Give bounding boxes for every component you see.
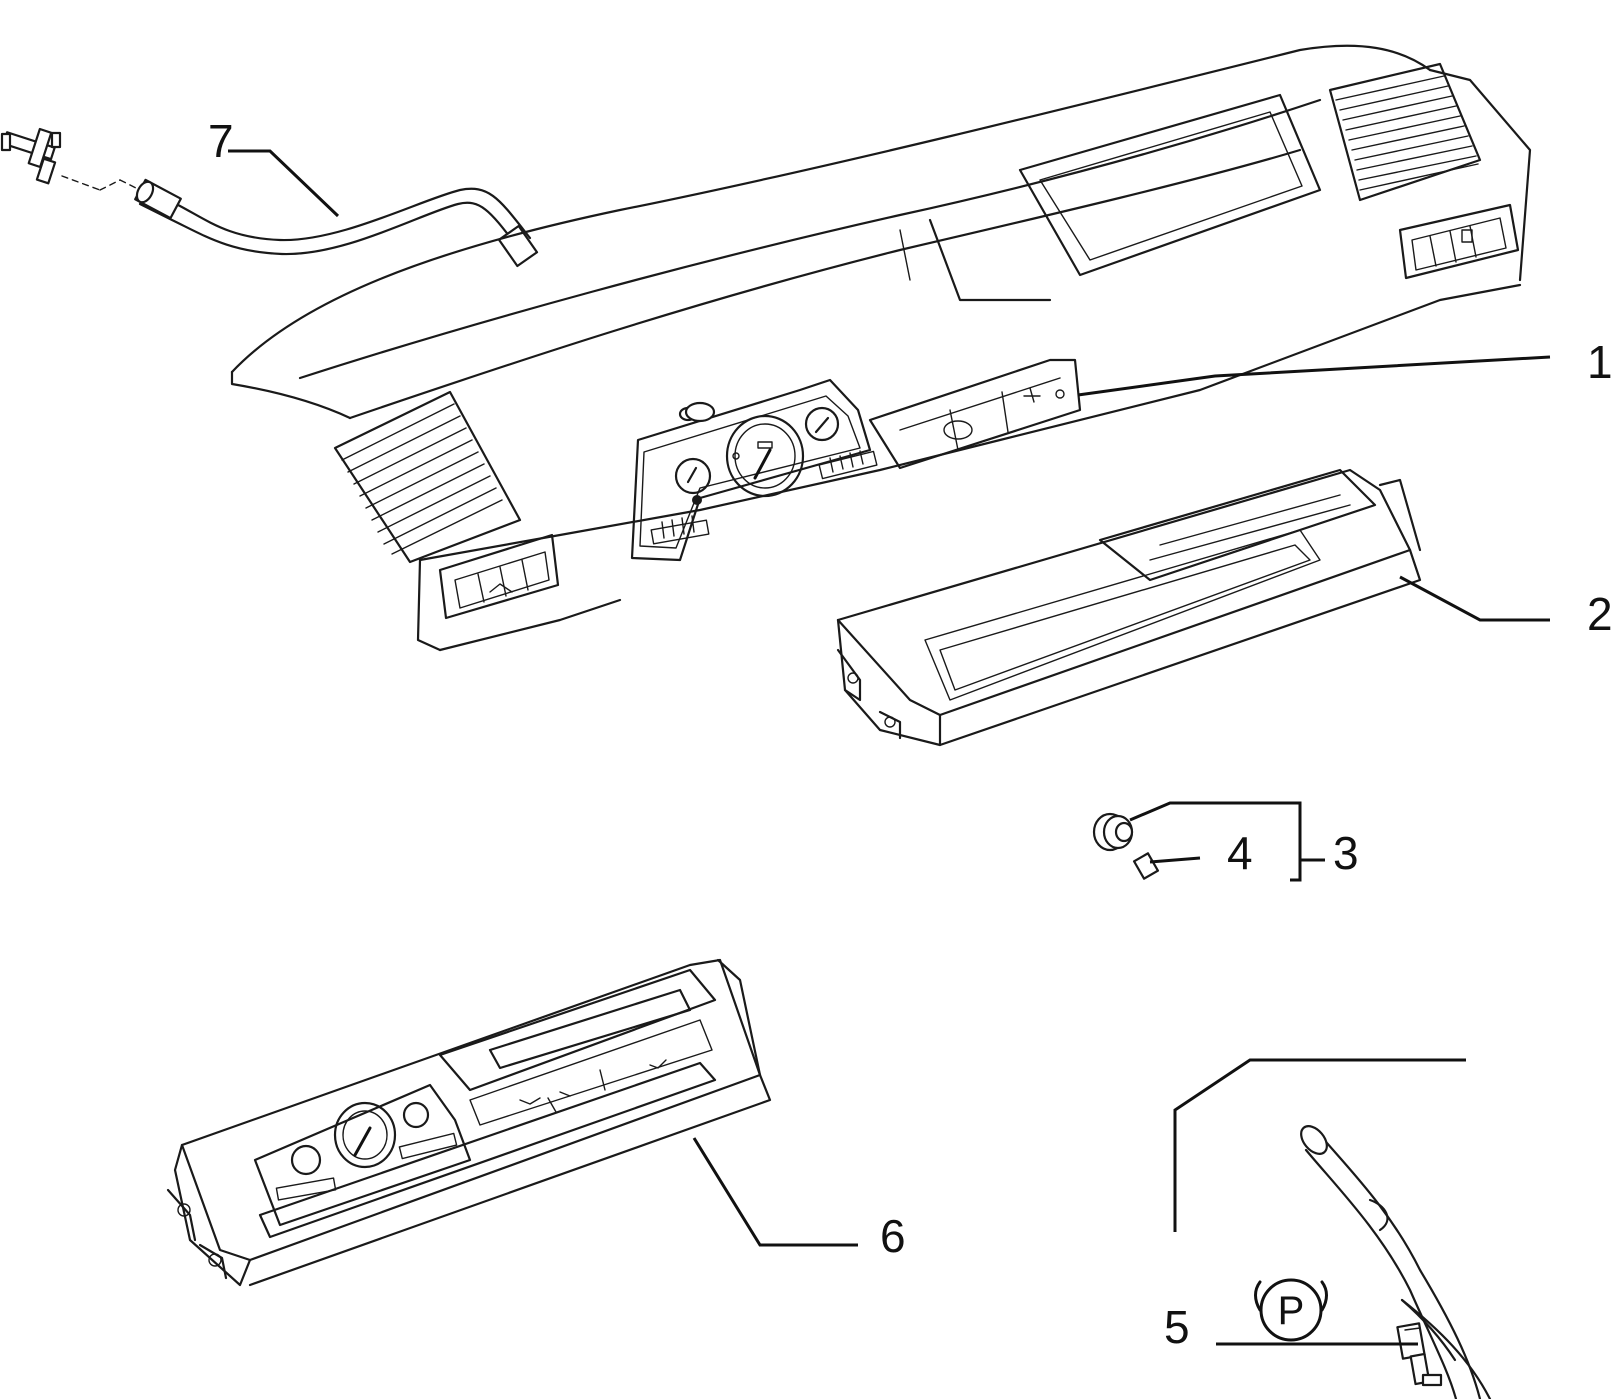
callout-6: 6 xyxy=(880,1210,906,1262)
callout-4: 4 xyxy=(1227,827,1253,879)
part-5-handbrake-switch: P xyxy=(1173,1058,1492,1399)
part-2-fascia-panel xyxy=(836,468,1550,747)
left-vent-grille xyxy=(333,390,522,564)
right-vent-grille xyxy=(1328,62,1482,202)
part-3-4-bulb-socket xyxy=(1092,801,1325,882)
callout-5: 5 xyxy=(1164,1301,1190,1353)
instrument-cluster xyxy=(630,378,878,562)
part-6-complete-fascia xyxy=(166,958,858,1287)
left-small-vent xyxy=(438,533,560,620)
right-small-vent xyxy=(1398,203,1520,280)
parking-symbol-letter: P xyxy=(1278,1289,1305,1333)
callout-7: 7 xyxy=(208,115,234,167)
callout-2: 2 xyxy=(1587,588,1613,640)
switch-panel xyxy=(868,358,1082,470)
callout-3: 3 xyxy=(1333,827,1359,879)
callout-1: 1 xyxy=(1587,336,1613,388)
parking-brake-symbol: P xyxy=(1254,1278,1328,1342)
part-7-hose xyxy=(0,127,539,268)
t-connector xyxy=(0,127,62,185)
part-1-dashboard xyxy=(230,44,1551,652)
